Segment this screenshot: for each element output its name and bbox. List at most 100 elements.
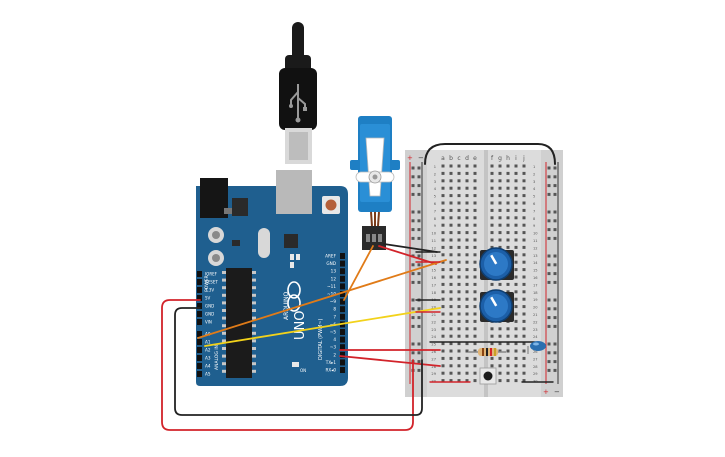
- rail-hole[interactable]: [411, 316, 415, 320]
- breadboard-hole[interactable]: [522, 282, 526, 286]
- rail-hole[interactable]: [553, 360, 557, 364]
- breadboard-hole[interactable]: [498, 164, 502, 168]
- wire-servo-power[interactable]: [378, 245, 437, 265]
- breadboard-hole[interactable]: [449, 216, 453, 220]
- breadboard-hole[interactable]: [490, 282, 494, 286]
- breadboard-hole[interactable]: [506, 356, 510, 360]
- breadboard-hole[interactable]: [457, 342, 461, 346]
- breadboard-hole[interactable]: [514, 245, 518, 249]
- breadboard-hole[interactable]: [473, 216, 477, 220]
- breadboard-hole[interactable]: [522, 201, 526, 205]
- breadboard-hole[interactable]: [490, 164, 494, 168]
- breadboard-hole[interactable]: [473, 356, 477, 360]
- breadboard-hole[interactable]: [522, 268, 526, 272]
- breadboard-hole[interactable]: [457, 305, 461, 309]
- header-pin[interactable]: [197, 279, 202, 285]
- breadboard-hole[interactable]: [457, 290, 461, 294]
- breadboard-hole[interactable]: [522, 223, 526, 227]
- breadboard-hole[interactable]: [449, 260, 453, 264]
- rail-hole[interactable]: [417, 166, 421, 170]
- header-pin[interactable]: [340, 313, 345, 320]
- rail-hole[interactable]: [553, 324, 557, 328]
- breadboard-hole[interactable]: [473, 201, 477, 205]
- breadboard-hole[interactable]: [522, 290, 526, 294]
- breadboard-hole[interactable]: [449, 171, 453, 175]
- breadboard-hole[interactable]: [473, 231, 477, 235]
- breadboard-hole[interactable]: [506, 282, 510, 286]
- breadboard-hole[interactable]: [498, 179, 502, 183]
- breadboard-hole[interactable]: [465, 231, 469, 235]
- breadboard-hole[interactable]: [441, 216, 445, 220]
- breadboard-hole[interactable]: [473, 179, 477, 183]
- breadboard-hole[interactable]: [449, 223, 453, 227]
- breadboard-hole[interactable]: [441, 327, 445, 331]
- potentiometer-2[interactable]: [479, 289, 514, 323]
- header-pin[interactable]: [197, 371, 202, 377]
- rail-hole[interactable]: [417, 324, 421, 328]
- breadboard-hole[interactable]: [514, 349, 518, 353]
- breadboard-hole[interactable]: [514, 342, 518, 346]
- breadboard-hole[interactable]: [457, 208, 461, 212]
- breadboard-hole[interactable]: [514, 186, 518, 190]
- header-pin[interactable]: [197, 331, 202, 337]
- breadboard-hole[interactable]: [498, 356, 502, 360]
- header-pin[interactable]: [340, 283, 345, 290]
- breadboard-hole[interactable]: [498, 194, 502, 198]
- breadboard-hole[interactable]: [441, 342, 445, 346]
- breadboard-hole[interactable]: [449, 194, 453, 198]
- rail-hole[interactable]: [547, 307, 551, 311]
- breadboard-hole[interactable]: [441, 275, 445, 279]
- breadboard-hole[interactable]: [449, 201, 453, 205]
- breadboard-hole[interactable]: [457, 194, 461, 198]
- rail-hole[interactable]: [417, 210, 421, 214]
- breadboard-hole[interactable]: [498, 223, 502, 227]
- breadboard-hole[interactable]: [522, 342, 526, 346]
- breadboard-hole[interactable]: [522, 356, 526, 360]
- breadboard-hole[interactable]: [441, 208, 445, 212]
- breadboard-hole[interactable]: [514, 282, 518, 286]
- breadboard-hole[interactable]: [441, 253, 445, 257]
- rail-hole[interactable]: [417, 342, 421, 346]
- breadboard-hole[interactable]: [498, 334, 502, 338]
- breadboard-hole[interactable]: [441, 223, 445, 227]
- rail-hole[interactable]: [417, 316, 421, 320]
- breadboard-hole[interactable]: [457, 334, 461, 338]
- breadboard-hole[interactable]: [498, 282, 502, 286]
- rail-hole[interactable]: [553, 184, 557, 188]
- breadboard-hole[interactable]: [465, 312, 469, 316]
- breadboard-hole[interactable]: [522, 327, 526, 331]
- breadboard-hole[interactable]: [514, 305, 518, 309]
- breadboard-hole[interactable]: [465, 275, 469, 279]
- breadboard-hole[interactable]: [506, 201, 510, 205]
- breadboard-hole[interactable]: [457, 312, 461, 316]
- header-pin[interactable]: [340, 344, 345, 351]
- breadboard-hole[interactable]: [465, 371, 469, 375]
- header-pin[interactable]: [340, 253, 345, 259]
- rail-hole[interactable]: [547, 166, 551, 170]
- breadboard-hole[interactable]: [490, 364, 494, 368]
- rail-hole[interactable]: [411, 210, 415, 214]
- breadboard-hole[interactable]: [449, 253, 453, 257]
- breadboard-hole[interactable]: [449, 356, 453, 360]
- breadboard-hole[interactable]: [465, 342, 469, 346]
- breadboard-hole[interactable]: [522, 186, 526, 190]
- breadboard-hole[interactable]: [465, 268, 469, 272]
- breadboard-hole[interactable]: [506, 231, 510, 235]
- breadboard-hole[interactable]: [473, 305, 477, 309]
- breadboard-hole[interactable]: [506, 179, 510, 183]
- breadboard-hole[interactable]: [514, 253, 518, 257]
- header-pin[interactable]: [197, 363, 202, 369]
- breadboard-hole[interactable]: [490, 186, 494, 190]
- breadboard-hole[interactable]: [506, 164, 510, 168]
- breadboard-hole[interactable]: [457, 179, 461, 183]
- rail-hole[interactable]: [553, 210, 557, 214]
- rail-hole[interactable]: [553, 307, 557, 311]
- header-pin[interactable]: [340, 306, 345, 313]
- breadboard-hole[interactable]: [449, 327, 453, 331]
- header-pin[interactable]: [340, 298, 345, 305]
- rail-hole[interactable]: [547, 360, 551, 364]
- breadboard-hole[interactable]: [514, 238, 518, 242]
- breadboard-hole[interactable]: [449, 349, 453, 353]
- breadboard-hole[interactable]: [441, 201, 445, 205]
- breadboard-hole[interactable]: [514, 194, 518, 198]
